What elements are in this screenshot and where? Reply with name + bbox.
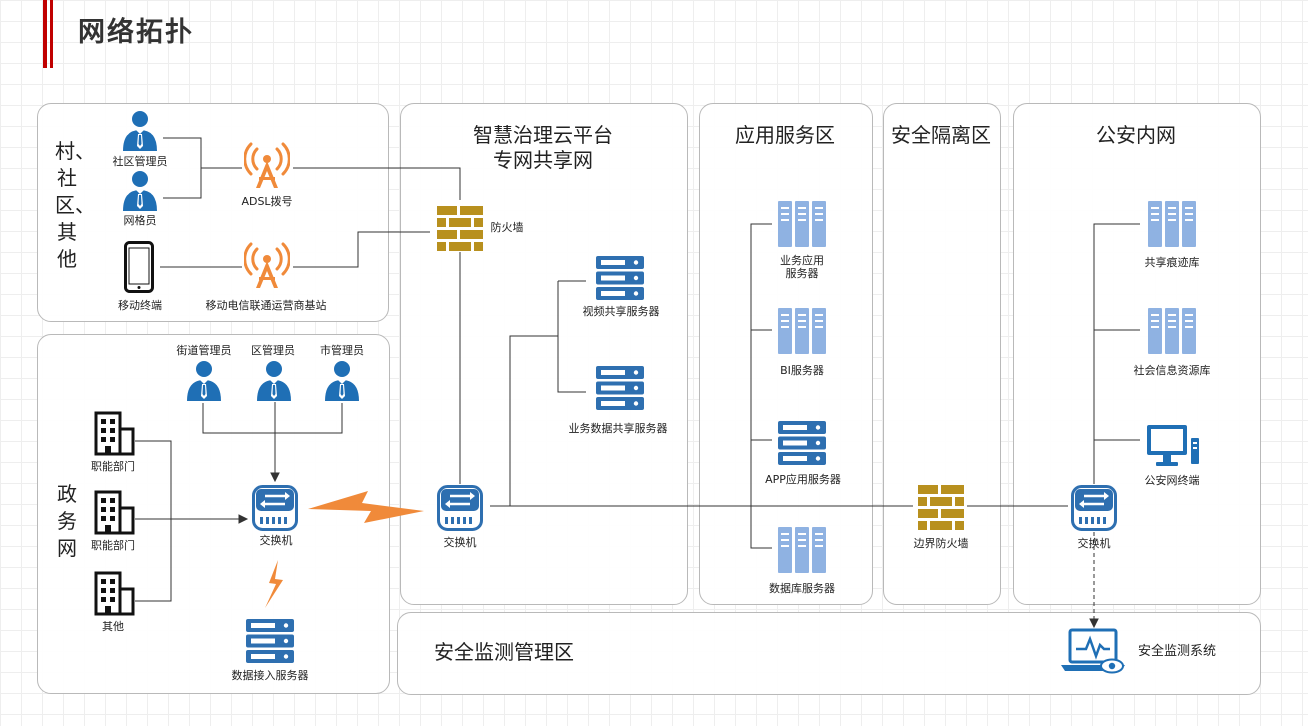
carrier-station-label: 移动电信联通运营商基站 — [205, 299, 327, 312]
person-icon — [185, 360, 223, 402]
firewall-label: 防火墙 — [490, 221, 524, 234]
server-icon — [246, 619, 294, 663]
monitor-system-label: 安全监测系统 — [1137, 644, 1217, 659]
phone-icon — [124, 241, 154, 293]
dept1-label: 职能部门 — [91, 460, 135, 473]
city-admin-label: 市管理员 — [320, 344, 364, 357]
rack-server-icon — [778, 201, 826, 247]
rack-server-icon — [778, 308, 826, 354]
other-label: 其他 — [102, 620, 124, 633]
app-server-label: APP应用服务器 — [765, 473, 841, 486]
db-server-label: 数据库服务器 — [769, 582, 835, 595]
page-title: 网络拓扑 — [78, 17, 194, 48]
district-admin-label: 区管理员 — [251, 344, 295, 357]
person-icon — [323, 360, 361, 402]
biz-app-server-label: 业务应用 服务器 — [780, 254, 824, 280]
grid-member-label: 网格员 — [123, 214, 157, 227]
zone-village — [37, 103, 389, 322]
data-share-server-label: 业务数据共享服务器 — [568, 422, 668, 435]
police-terminal-label: 公安网终端 — [1144, 474, 1200, 487]
switch-icon[interactable] — [1071, 485, 1117, 531]
zone-app — [699, 103, 873, 605]
building-icon — [94, 490, 136, 535]
border-firewall-label: 边界防火墙 — [913, 537, 969, 550]
switch-icon[interactable] — [252, 485, 298, 531]
person-icon — [121, 170, 159, 212]
switch-icon[interactable] — [437, 485, 483, 531]
zone-police — [1013, 103, 1261, 605]
adsl-label: ADSL拨号 — [241, 195, 293, 208]
antenna-icon — [244, 141, 290, 189]
mobile-terminal-label: 移动终端 — [118, 299, 162, 312]
trace-db-label: 共享痕迹库 — [1144, 256, 1200, 269]
community-admin-label: 社区管理员 — [112, 155, 168, 168]
zone-village-title: 村、社区、其他 — [55, 139, 95, 271]
access-server-label: 数据接入服务器 — [231, 669, 309, 682]
building-icon — [94, 411, 136, 456]
laptop-monitor-icon — [1060, 628, 1126, 674]
antenna-icon — [244, 241, 290, 289]
monitor-icon — [1146, 424, 1200, 468]
person-icon — [121, 110, 159, 152]
street-admin-label: 街道管理员 — [176, 344, 232, 357]
dept2-label: 职能部门 — [91, 539, 135, 552]
zone-police-title: 公安内网 — [1096, 123, 1176, 147]
firewall-icon — [918, 485, 964, 530]
gov-switch-label: 交换机 — [259, 534, 293, 547]
zone-app-title: 应用服务区 — [735, 123, 835, 147]
title-accent-bar — [50, 0, 53, 68]
server-icon — [596, 256, 644, 300]
person-icon — [255, 360, 293, 402]
police-switch-label: 交换机 — [1077, 537, 1111, 550]
building-icon — [94, 571, 136, 616]
server-icon — [596, 366, 644, 410]
zone-cloud-title: 智慧治理云平台 专网共享网 — [473, 123, 613, 172]
social-db-label: 社会信息资源库 — [1133, 364, 1211, 377]
rack-server-icon — [1148, 201, 1196, 247]
rack-server-icon — [1148, 308, 1196, 354]
zone-isolation-title: 安全隔离区 — [891, 123, 991, 147]
title-accent-bar — [43, 0, 47, 68]
zone-gov-title: 政务网 — [57, 482, 77, 560]
bi-server-label: BI服务器 — [780, 364, 824, 377]
firewall-icon — [437, 206, 483, 251]
rack-server-icon — [778, 527, 826, 573]
zone-monitor-title: 安全监测管理区 — [434, 640, 574, 664]
cloud-switch-label: 交换机 — [443, 536, 477, 549]
video-server-label: 视频共享服务器 — [582, 305, 660, 318]
lightning-icon — [308, 491, 424, 523]
server-icon — [778, 421, 826, 465]
lightning-icon — [265, 560, 283, 608]
